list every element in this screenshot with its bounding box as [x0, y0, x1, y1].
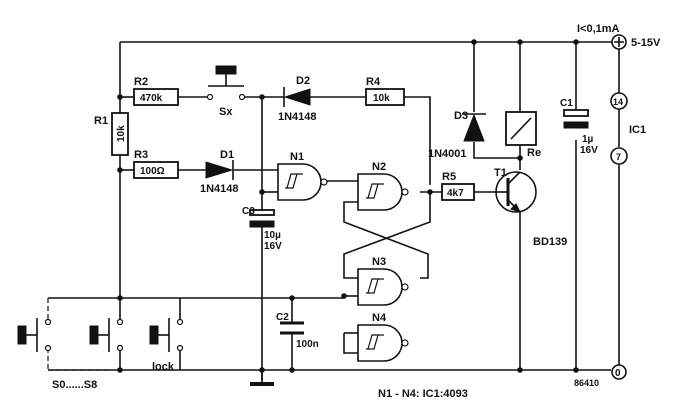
t1-type: BD139 [533, 236, 567, 248]
r2-value: 470k [140, 93, 163, 104]
push-button-sx: Sx [206, 65, 246, 118]
capacitor-c2: C2 100n [276, 312, 319, 350]
gate-n4: N4 [357, 312, 409, 362]
ground-symbol [250, 370, 274, 386]
ground-node-label: 0 [615, 368, 621, 379]
resistor-r5: R5 4k7 [441, 171, 475, 201]
d3-label: D3 [454, 110, 468, 122]
resistor-r2: R2 470k [133, 76, 179, 106]
switch-bank-dashed-links [47, 298, 110, 371]
switch-lock [149, 318, 184, 352]
gates-note: N1 - N4: IC1:4093 [378, 388, 468, 400]
t1-label: T1 [494, 167, 507, 179]
sx-label: Sx [219, 106, 233, 118]
d1-label: D1 [220, 149, 234, 161]
r5-value: 4k7 [447, 188, 464, 199]
switch-lock-label: lock [152, 361, 175, 373]
transistor-t1: T1 BD139 [494, 167, 567, 248]
d1-type: 1N4148 [200, 183, 239, 195]
r1-value: 10k [116, 125, 127, 142]
c3-label: C3 [242, 206, 255, 217]
c2-value: 100n [296, 339, 319, 350]
d2-type: 1N4148 [278, 111, 317, 123]
n4-label: N4 [372, 312, 387, 324]
c2-label: C2 [276, 312, 289, 323]
r3-label: R3 [134, 149, 148, 161]
ic1-label: IC1 [629, 124, 646, 136]
c1-voltage: 16V [580, 145, 598, 156]
ic1-vcc-pin: 14 [613, 97, 623, 107]
ic1-gnd-pin: 7 [616, 152, 621, 162]
supply-current: I<0,1mA [577, 23, 620, 35]
relay-coil: Re [505, 111, 541, 159]
resistor-r4: R4 10k [365, 76, 405, 106]
ic1-pins: 14 IC1 7 [610, 92, 646, 165]
n3-label: N3 [372, 256, 386, 268]
r1-label: R1 [94, 115, 108, 127]
c3-voltage: 16V [264, 241, 282, 252]
n2-label: N2 [372, 161, 386, 173]
gate-n3: N3 [357, 256, 409, 306]
switch-s8 [89, 318, 124, 352]
switch-s0 [17, 318, 52, 352]
figure-number: 86410 [574, 378, 599, 388]
gate-n1: N1 [277, 151, 328, 201]
relay-label: Re [527, 147, 541, 159]
resistor-r3: R3 100Ω [133, 149, 179, 179]
c1-value: 1µ [582, 134, 594, 145]
r3-value: 100Ω [140, 166, 165, 177]
wires [48, 41, 620, 380]
capacitor-c1: C1 1µ 16V [560, 98, 598, 156]
n1-label: N1 [290, 151, 304, 163]
r4-value: 10k [373, 93, 390, 104]
r4-label: R4 [366, 76, 381, 88]
r2-label: R2 [134, 76, 148, 88]
switch-range-label: S0......S8 [52, 379, 97, 391]
diode-d1: D1 1N4148 [200, 149, 239, 195]
resistor-r1: R1 10k [94, 112, 129, 156]
c1-label: C1 [560, 98, 573, 109]
diode-d3: D3 1N4001 [428, 110, 486, 160]
diode-d2: D2 1N4148 [278, 75, 317, 123]
supply-voltage: 5-15V [631, 37, 661, 49]
r5-label: R5 [442, 171, 456, 183]
ground-terminal: 0 [611, 364, 627, 380]
gate-n2: N2 [357, 161, 409, 211]
d2-label: D2 [296, 75, 310, 87]
c3-value: 10µ [264, 230, 281, 241]
supply-terminal: I<0,1mA 5-15V [577, 23, 661, 50]
junction-dots [117, 39, 579, 373]
capacitor-c3: C3 10µ 16V [242, 206, 282, 252]
d3-type: 1N4001 [428, 148, 467, 160]
